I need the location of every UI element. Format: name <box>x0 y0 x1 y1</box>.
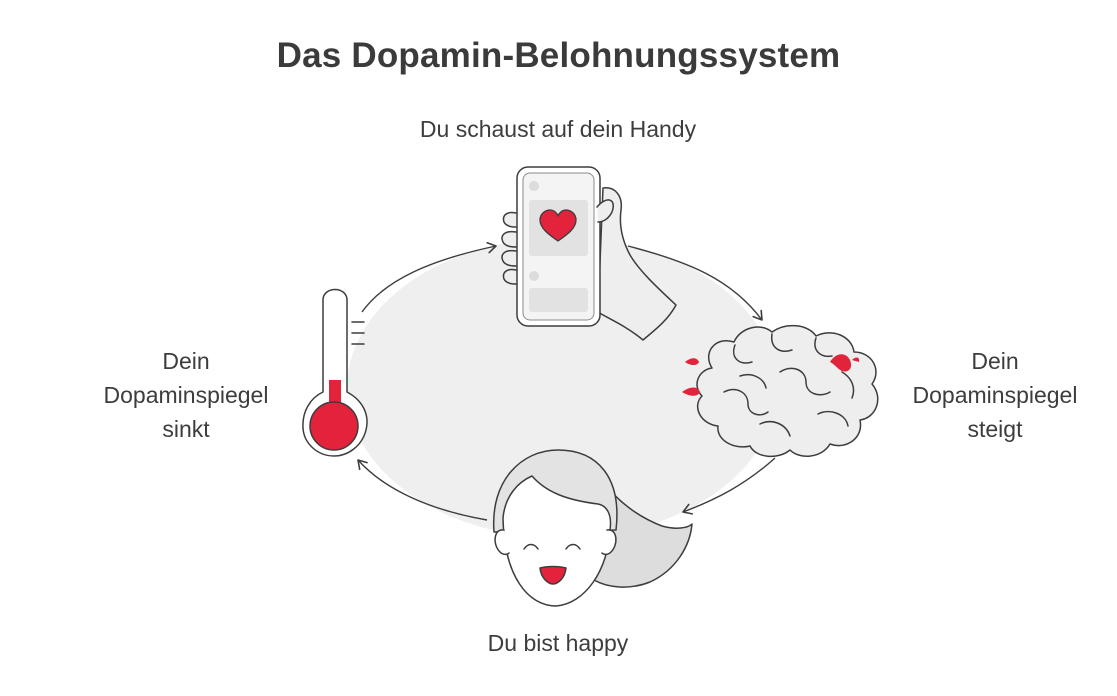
arrow-to-brain <box>627 245 763 321</box>
heart-icon <box>539 209 577 242</box>
step-dopamine-rises-line3: steigt <box>967 416 1023 442</box>
step-look-at-phone-text: Du schaust auf dein Handy <box>419 116 697 142</box>
ponytail <box>593 477 693 588</box>
dopamine-drop-icon <box>685 358 699 365</box>
arrow-to-face <box>682 457 776 515</box>
thermometer-bulb <box>309 401 359 451</box>
page-title: Das Dopamin-Belohnungssystem <box>276 36 841 75</box>
step-dopamine-rises-line2: Dopaminspiegel <box>912 382 1078 408</box>
hand-wrist <box>597 187 677 341</box>
brain-outline <box>696 324 879 458</box>
step-dopamine-drops: Dein Dopaminspiegel sinkt <box>66 344 306 446</box>
step-dopamine-rises: Dein Dopaminspiegel steigt <box>875 344 1115 446</box>
step-dopamine-drops-line1: Dein <box>162 348 210 374</box>
smiling-mouth <box>539 565 567 585</box>
step-look-at-phone: Du schaust auf dein Handy <box>358 112 758 146</box>
face <box>502 475 612 607</box>
cycle-arrow-icon <box>357 241 776 521</box>
smiling-face-icon <box>492 449 693 607</box>
brain-icon <box>682 324 879 458</box>
thermometer-icon <box>302 288 368 457</box>
arrow-to-thermometer <box>357 459 488 521</box>
smartphone-icon <box>501 166 677 341</box>
arrow-to-phone <box>361 241 497 313</box>
step-dopamine-rises-line1: Dein <box>971 348 1019 374</box>
step-you-are-happy-text: Du bist happy <box>487 630 629 656</box>
step-dopamine-drops-line2: Dopaminspiegel <box>103 382 269 408</box>
step-you-are-happy: Du bist happy <box>358 626 758 660</box>
step-dopamine-drops-line3: sinkt <box>162 416 210 442</box>
